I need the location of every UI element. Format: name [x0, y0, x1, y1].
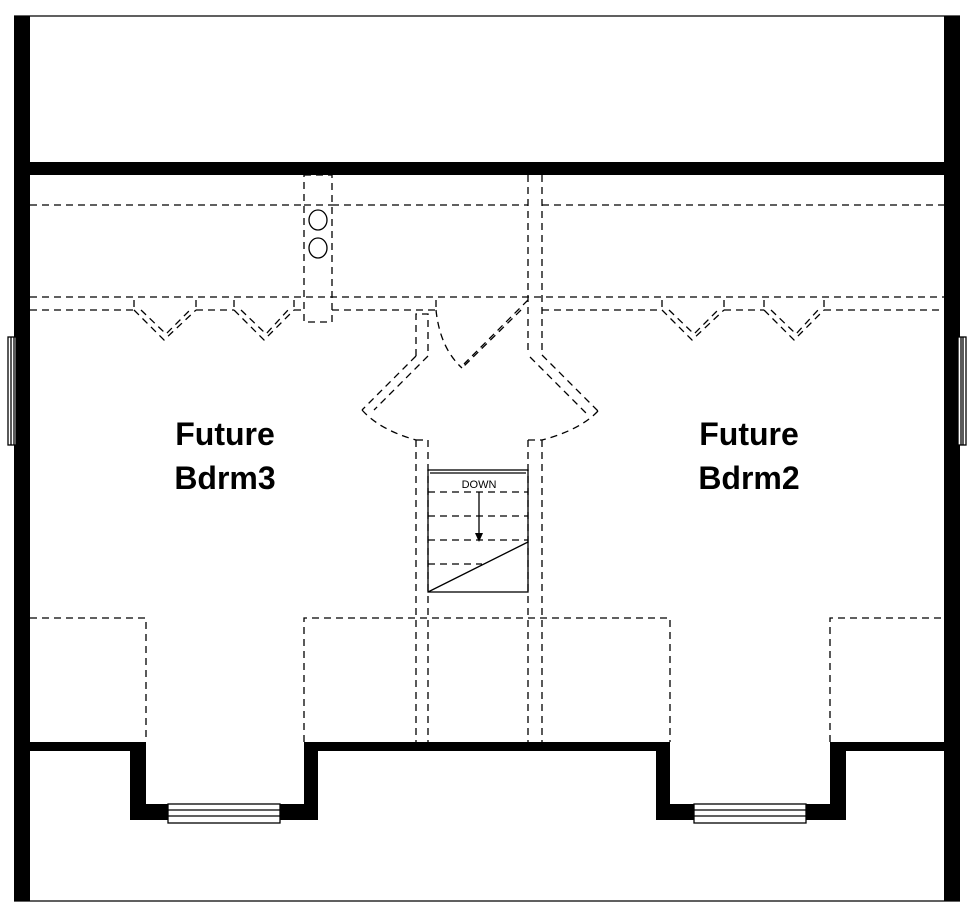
- hidden-lines: [30, 174, 944, 742]
- flue-icon: [308, 209, 328, 259]
- room-label-bdrm2-line1: Future: [699, 416, 799, 452]
- right-wall: [944, 16, 960, 901]
- room-label-bdrm2-line2: Bdrm2: [698, 460, 799, 496]
- top-knee-wall: [30, 162, 944, 175]
- stair: DOWN: [427, 469, 529, 593]
- exterior-walls: [14, 15, 960, 902]
- left-wall: [14, 16, 30, 901]
- side-window-left: [7, 336, 17, 446]
- room-label-bdrm3: Future Bdrm3: [174, 416, 275, 496]
- stair-arrow-head: [475, 533, 483, 542]
- stair-direction-label: DOWN: [462, 479, 497, 491]
- side-window-right: [957, 336, 967, 446]
- room-label-bdrm3-line1: Future: [175, 416, 275, 452]
- dormer-window-left: [167, 803, 281, 824]
- dormer-wall: [30, 742, 944, 820]
- dormer-window-right: [693, 803, 807, 824]
- room-label-bdrm3-line2: Bdrm3: [174, 460, 275, 496]
- room-label-bdrm2: Future Bdrm2: [698, 416, 799, 496]
